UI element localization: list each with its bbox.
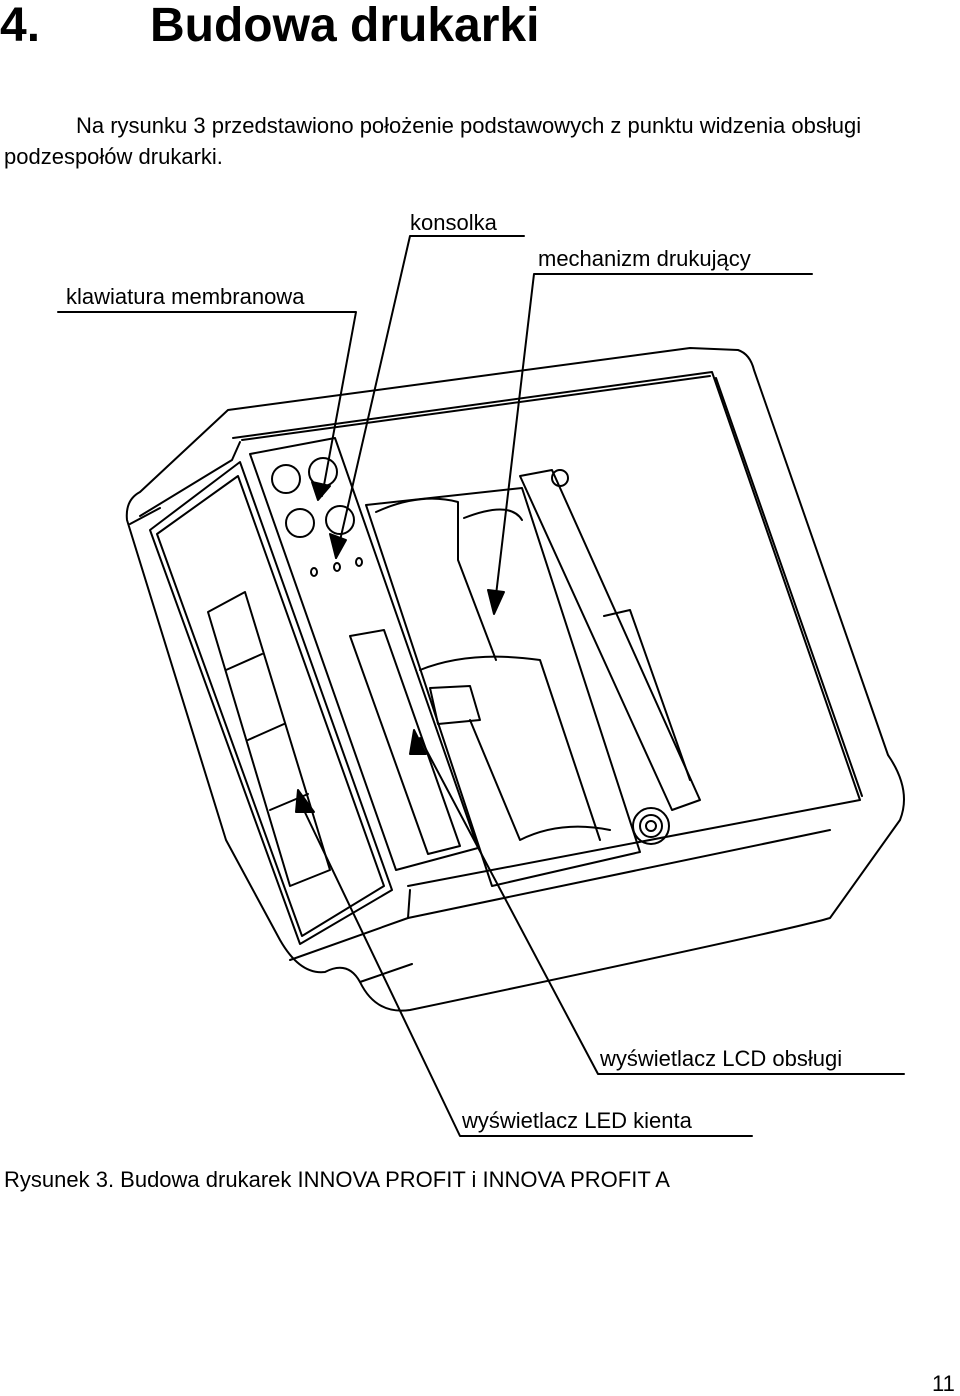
housing-left-inner [139,441,241,517]
connector-inner [645,820,657,832]
section-title: Budowa drukarki [150,0,540,52]
section-number: 4. [0,0,41,52]
label-lcd: wyświetlacz LCD obsługi [600,1046,843,1071]
arrow-konsolka [329,533,347,559]
leader-mechanism [493,273,813,613]
printer-drawing [57,235,905,1137]
cover-screw [551,469,569,487]
housing-front-step [289,889,411,961]
paper-roll-top [375,497,497,661]
cover-plate [519,469,701,811]
paper-roll-edge [469,719,611,841]
housing-front-lip [359,963,413,983]
front-panel [149,461,393,945]
arrow-mechanism [487,589,505,615]
led-dot-2 [333,562,341,572]
arrow-keyboard [311,481,331,501]
paper-roll-lower [419,655,601,841]
section-heading: 4. Budowa drukarki [0,0,539,56]
housing-inner-bottom [407,829,831,919]
leader-led [299,801,753,1137]
figure-caption: Rysunek 3. Budowa drukarek INNOVA PROFIT… [4,1167,670,1192]
key-3 [285,508,315,538]
led-seg-2 [247,723,285,741]
arrow-lcd [409,729,427,755]
led-dot-1 [310,567,318,577]
front-panel-inner [156,475,385,937]
led-seg-1 [225,653,263,671]
led-dot-3 [355,557,363,567]
page-number: 11 [932,1371,955,1396]
lcd-window [349,629,461,855]
connector-mid [639,814,663,838]
keyboard-panel [249,437,479,871]
label-led: wyświetlacz LED kienta [462,1108,692,1133]
printer-figure: konsolka mechanizm drukujący klawiatura … [0,200,960,1140]
housing-right-wall [715,377,863,797]
intro-text: Na rysunku 3 przedstawiono położenie pod… [4,113,862,169]
leader-konsolka [335,235,525,559]
housing-outline [125,347,905,1012]
connector-outer [632,807,670,845]
label-mechanism: mechanizm drukujący [538,246,751,271]
key-4 [325,505,355,535]
cover-notch [603,609,691,781]
paper-bay [365,487,641,887]
housing-top-edge [232,371,861,887]
leader-lcd [419,737,905,1075]
leader-keyboard [57,311,357,497]
paper-roll-side [463,508,523,521]
intro-paragraph: Na rysunku 3 przedstawiono położenie pod… [4,110,960,172]
label-keyboard: klawiatura membranowa [66,284,305,309]
key-1 [271,464,301,494]
housing-left-lower [129,507,161,525]
label-konsolka: konsolka [410,210,497,235]
arrow-led [295,789,315,813]
mechanism-shaft [429,685,481,725]
housing-rim [241,375,711,441]
led-window [207,591,331,887]
